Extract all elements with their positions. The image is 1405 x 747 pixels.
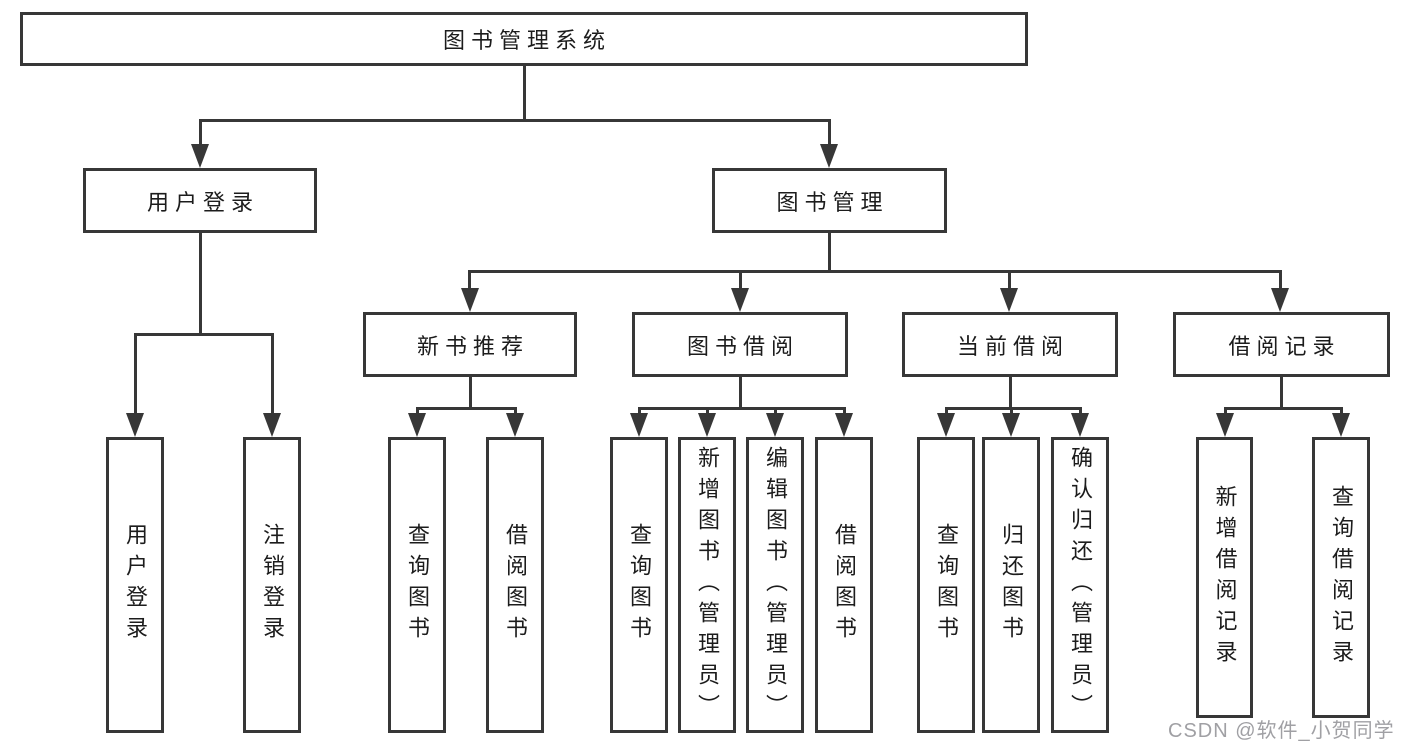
connector-vline xyxy=(1079,407,1082,416)
node-user-login: 用户登录 xyxy=(83,168,317,233)
connector-vline xyxy=(1008,271,1011,291)
arrowhead-icon xyxy=(263,413,281,437)
connector-vline xyxy=(271,334,274,416)
node-library-system: 图书管理系统 xyxy=(20,12,1028,66)
connector-hline xyxy=(416,407,517,410)
node-new-book-recommendation: 新书推荐 xyxy=(363,312,577,377)
connector-vline xyxy=(706,407,709,416)
connector-vline xyxy=(416,407,419,416)
leaf-edit-book-admin: 编辑图书（管理员） xyxy=(746,437,804,733)
connector-vline xyxy=(1010,407,1013,416)
arrowhead-icon xyxy=(126,413,144,437)
connector-hline xyxy=(468,270,1282,273)
connector-vline xyxy=(774,407,777,416)
leaf-confirm-return-admin: 确认归还（管理员） xyxy=(1051,437,1109,733)
connector-hline xyxy=(945,407,1082,410)
connector-vline xyxy=(945,407,948,416)
leaf-return-books: 归还图书 xyxy=(982,437,1040,733)
connector-vline xyxy=(638,407,641,416)
connector-vline xyxy=(514,407,517,416)
leaf-borrow-books-2: 借阅图书 xyxy=(815,437,873,733)
arrowhead-icon xyxy=(506,413,524,437)
connector-vline xyxy=(1224,407,1227,416)
connector-vline xyxy=(134,334,137,416)
arrowhead-icon xyxy=(698,413,716,437)
connector-vline xyxy=(843,407,846,416)
connector-hline xyxy=(638,407,846,410)
connector-vline xyxy=(523,66,526,122)
arrowhead-icon xyxy=(766,413,784,437)
connector-hline xyxy=(134,333,274,336)
node-book-management: 图书管理 xyxy=(712,168,947,233)
leaf-query-books-1: 查询图书 xyxy=(388,437,446,733)
connector-vline xyxy=(1340,407,1343,416)
watermark: CSDN @软件_小贺同学 xyxy=(1168,720,1395,742)
leaf-add-borrowing-record: 新增借阅记录 xyxy=(1196,437,1253,718)
connector-vline xyxy=(1009,377,1012,409)
connector-hline xyxy=(1224,407,1342,410)
arrowhead-icon xyxy=(835,413,853,437)
connector-vline xyxy=(739,377,742,409)
leaf-borrow-books-1: 借阅图书 xyxy=(486,437,544,733)
leaf-logout: 注销登录 xyxy=(243,437,301,733)
arrowhead-icon xyxy=(1071,413,1089,437)
leaf-query-books-2: 查询图书 xyxy=(610,437,668,733)
leaf-query-books-3: 查询图书 xyxy=(917,437,975,733)
arrowhead-icon xyxy=(461,288,479,312)
node-current-borrowing: 当前借阅 xyxy=(902,312,1118,377)
leaf-user-login: 用户登录 xyxy=(106,437,164,733)
connector-hline xyxy=(199,119,831,122)
arrowhead-icon xyxy=(731,288,749,312)
connector-vline xyxy=(1280,377,1283,409)
connector-vline xyxy=(1279,271,1282,291)
leaf-query-borrowing-record: 查询借阅记录 xyxy=(1312,437,1370,718)
connector-vline xyxy=(828,119,831,149)
node-borrowing-records: 借阅记录 xyxy=(1173,312,1390,377)
connector-vline xyxy=(469,377,472,409)
connector-vline xyxy=(739,271,742,291)
arrowhead-icon xyxy=(408,413,426,437)
arrowhead-icon xyxy=(937,413,955,437)
node-book-borrowing: 图书借阅 xyxy=(632,312,848,377)
connector-vline xyxy=(199,119,202,149)
arrowhead-icon xyxy=(820,144,838,168)
connector-vline xyxy=(828,233,831,273)
leaf-add-book-admin: 新增图书（管理员） xyxy=(678,437,736,733)
arrowhead-icon xyxy=(1216,413,1234,437)
arrowhead-icon xyxy=(191,144,209,168)
arrowhead-icon xyxy=(1332,413,1350,437)
connector-vline xyxy=(468,271,471,291)
arrowhead-icon xyxy=(630,413,648,437)
arrowhead-icon xyxy=(1000,288,1018,312)
arrowhead-icon xyxy=(1271,288,1289,312)
arrowhead-icon xyxy=(1002,413,1020,437)
connector-vline xyxy=(199,233,202,335)
